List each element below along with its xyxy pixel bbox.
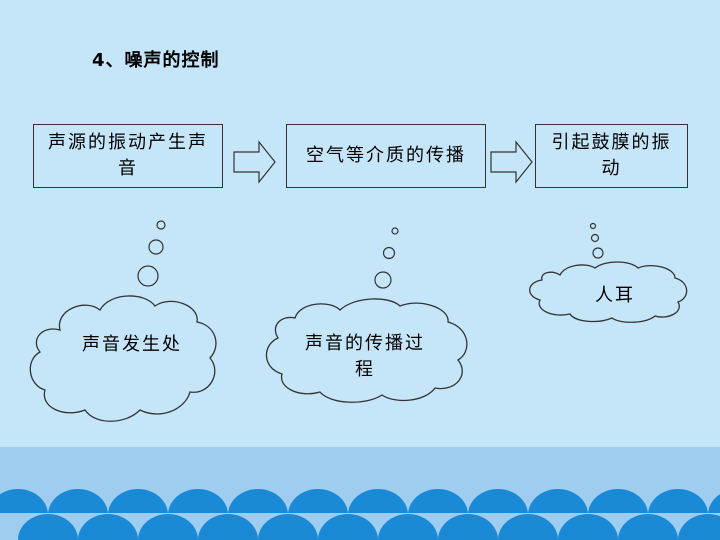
right-arrow-icon xyxy=(490,140,533,184)
flow-box-source-text: 声源的振动产生声音 xyxy=(48,132,208,179)
thought-dots-3 xyxy=(589,222,604,259)
thought-dots-1 xyxy=(137,220,166,287)
thought-dots-2 xyxy=(374,227,399,289)
flow-box-eardrum: 引起鼓膜的振动 xyxy=(535,124,688,188)
right-arrow-icon xyxy=(233,140,276,184)
cloud-3 xyxy=(529,261,688,323)
cloud-2 xyxy=(265,298,468,403)
cloud-1-label: 声音发生处 xyxy=(82,334,182,355)
flow-box-source: 声源的振动产生声音 xyxy=(33,124,223,188)
cloud-3-label: 人耳 xyxy=(595,285,635,306)
wave-pattern xyxy=(0,489,720,540)
flow-box-eardrum-text: 引起鼓膜的振动 xyxy=(551,132,672,179)
flow-box-medium: 空气等介质的传播 xyxy=(286,124,486,188)
slide-title: 4、噪声的控制 xyxy=(92,50,220,71)
cloud-2-label: 声音的传播过程 xyxy=(305,333,425,380)
flow-box-medium-text: 空气等介质的传播 xyxy=(306,145,466,166)
cloud-1 xyxy=(29,295,217,422)
